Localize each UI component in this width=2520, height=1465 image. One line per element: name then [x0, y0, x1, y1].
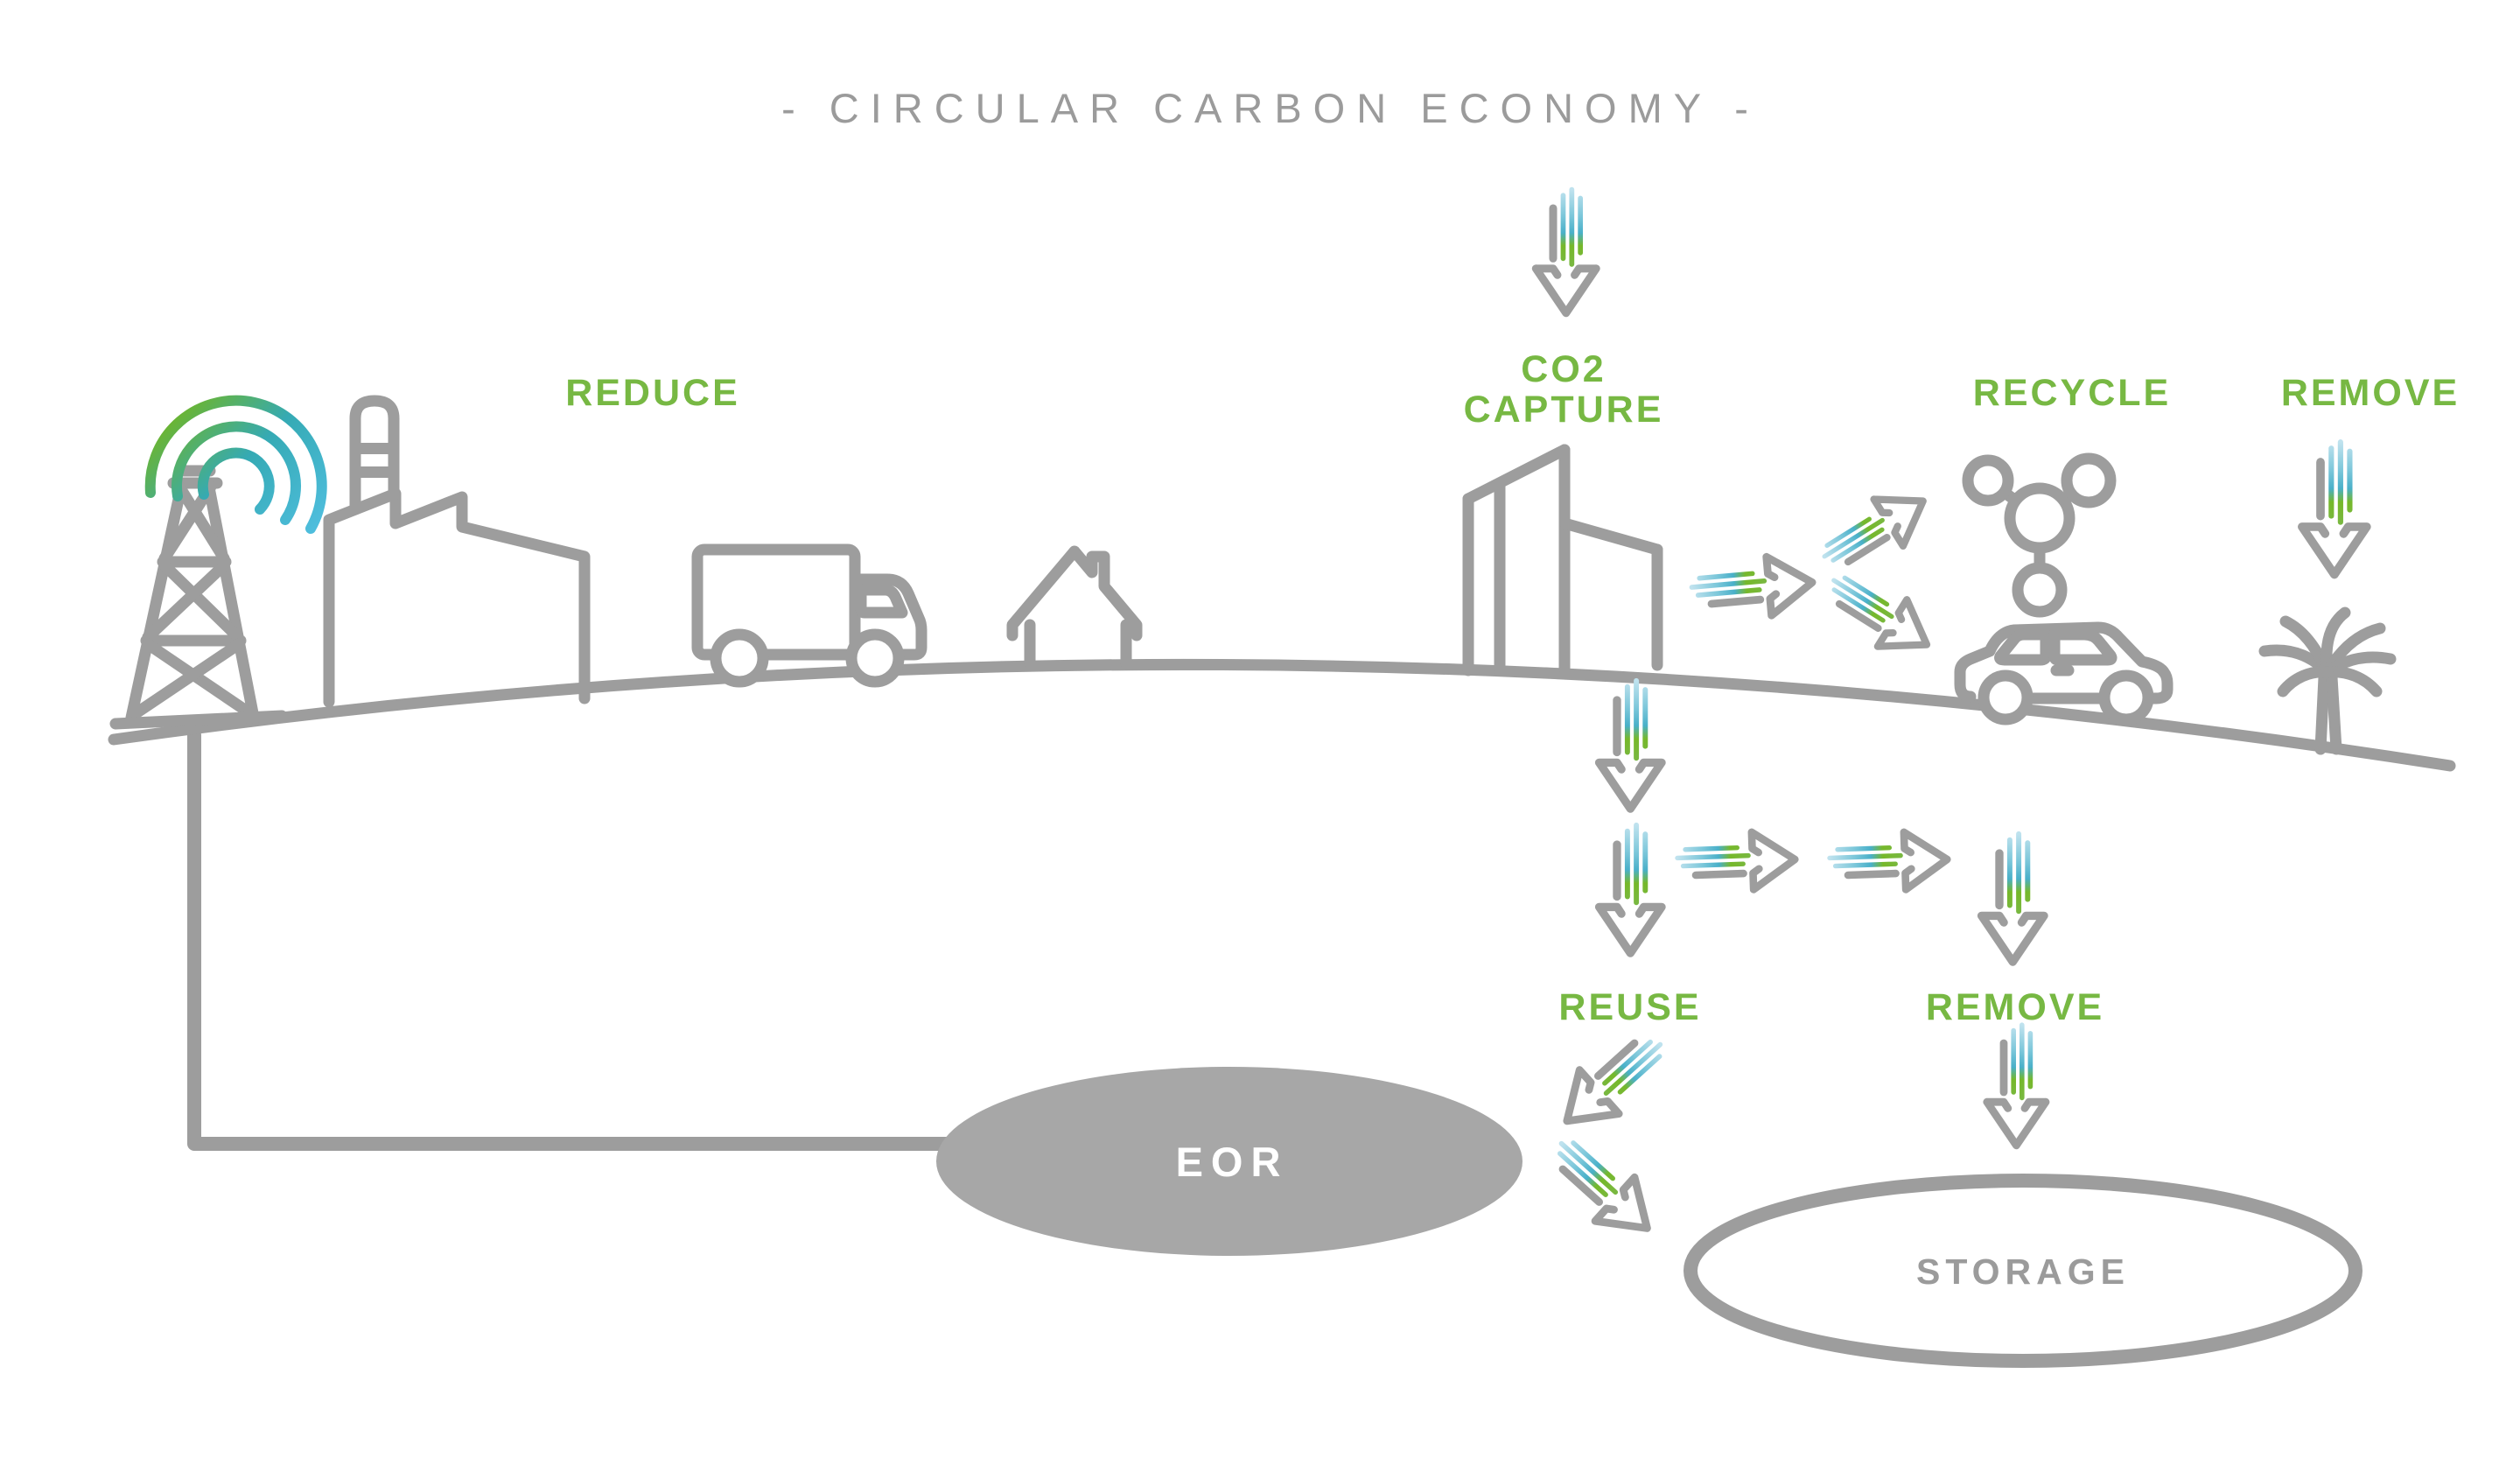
- page-title: - CIRCULAR CARBON ECONOMY -: [781, 85, 1760, 131]
- capture-down-arrow-icon: [1600, 681, 1662, 809]
- factory-icon: [323, 395, 591, 708]
- reuse-to-eor-arrow-icon: [1547, 1019, 1676, 1143]
- palm-tree-icon: [2258, 606, 2397, 755]
- remove-to-storage-arrow-icon: [1987, 1025, 2046, 1146]
- recycle-label: RECYCLE: [1973, 372, 2171, 414]
- molecule-icon: [1962, 452, 2117, 618]
- capture-plant-icon: [1462, 444, 1663, 676]
- co2-capture-label-line2: CAPTURE: [1464, 389, 1664, 431]
- well-pipe: [187, 728, 978, 1151]
- storage-label: STORAGE: [1916, 1251, 2130, 1292]
- eor-ellipse: EOR: [936, 1067, 1522, 1256]
- capture-to-recycle-arrow-icon: [1690, 553, 1815, 622]
- car-icon: [1954, 621, 2174, 725]
- to-molecule-arrow-icon: [1813, 478, 1938, 585]
- oil-derrick-icon: [109, 465, 288, 730]
- storage-ellipse: STORAGE: [1684, 1174, 2362, 1368]
- ground-curve: [108, 658, 2456, 772]
- to-car-arrow-icon: [1816, 562, 1942, 669]
- co2-capture-label-line1: CO2: [1521, 348, 1606, 390]
- flow-arrows: [1536, 190, 2366, 1251]
- eor-label: EOR: [1176, 1139, 1289, 1185]
- co2-down-arrow-icon: [1536, 190, 1596, 313]
- emission-arcs-icon: [144, 395, 327, 534]
- remove-top-label: REMOVE: [2281, 372, 2460, 414]
- remove-down-arrow-icon: [2302, 442, 2367, 574]
- remove-mid-label: REMOVE: [1926, 986, 2104, 1028]
- eor-to-storage-arrow-icon: [1538, 1125, 1667, 1250]
- reuse-to-remove-arrow-2-icon: [1829, 831, 1948, 892]
- reuse-to-remove-arrow-1-icon: [1676, 831, 1796, 892]
- truck-icon: [691, 543, 928, 688]
- reuse-down-arrow-icon: [1600, 825, 1662, 953]
- remove-mid-down-arrow-icon: [1982, 834, 2044, 962]
- house-icon: [1006, 545, 1143, 669]
- reuse-label: REUSE: [1558, 986, 1701, 1028]
- reduce-label: REDUCE: [565, 372, 740, 414]
